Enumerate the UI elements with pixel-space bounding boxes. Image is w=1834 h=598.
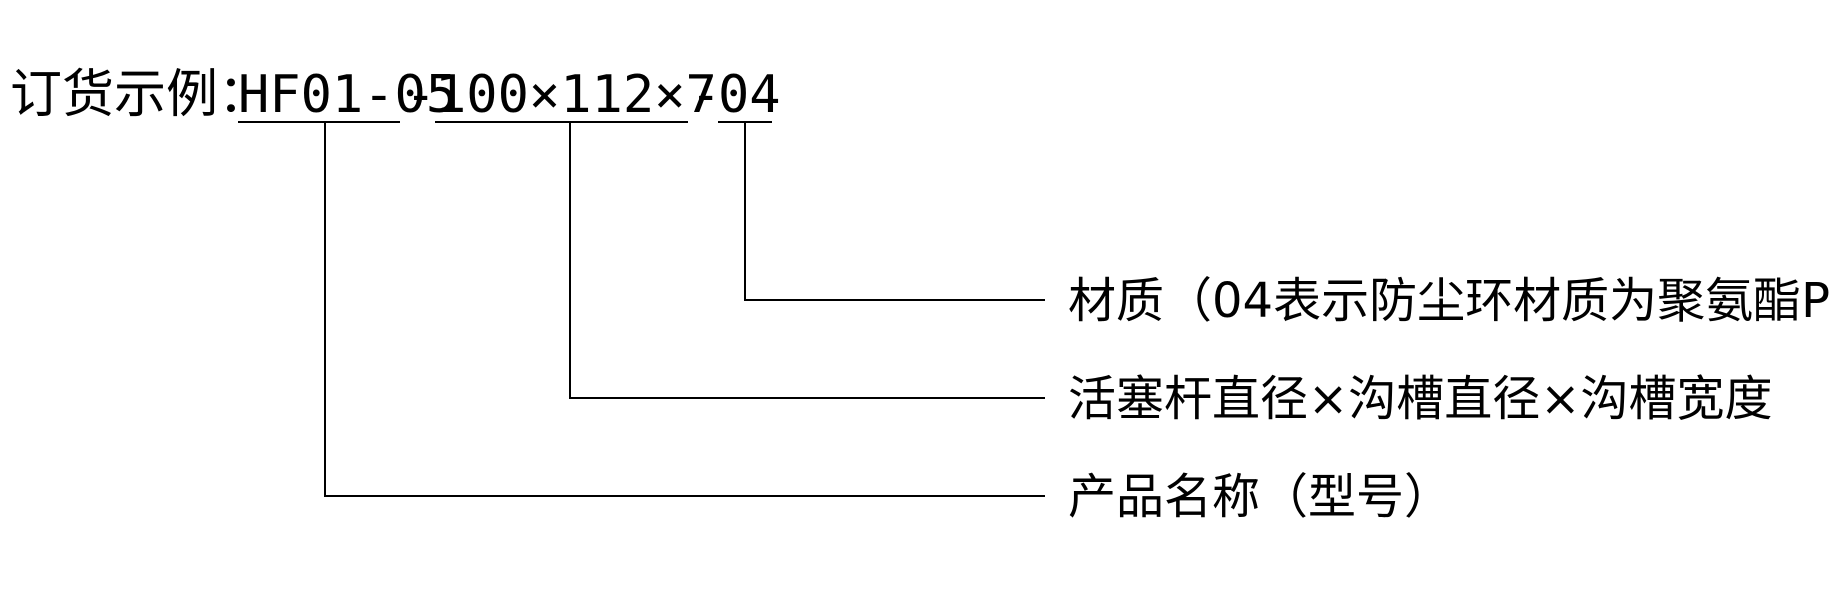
- leader-line-dimensions: [569, 122, 1045, 399]
- order-example-prefix: 订货示例：: [10, 65, 270, 125]
- label-dimensions: 活塞杆直径×沟槽直径×沟槽宽度: [1068, 371, 1772, 427]
- code-segment-dimensions: 100×112×7: [435, 65, 717, 125]
- leader-line-material: [744, 122, 1045, 301]
- code-segment-material: 04: [718, 65, 781, 125]
- leader-line-model: [324, 122, 1045, 497]
- code-separator-1: -: [405, 65, 436, 125]
- label-material: 材质（04表示防尘环材质为聚氨酯PU）: [1068, 273, 1834, 329]
- code-segment-model: HF01-05: [238, 65, 457, 125]
- code-separator-2: -: [690, 65, 721, 125]
- label-product-name: 产品名称（型号）: [1068, 469, 1452, 525]
